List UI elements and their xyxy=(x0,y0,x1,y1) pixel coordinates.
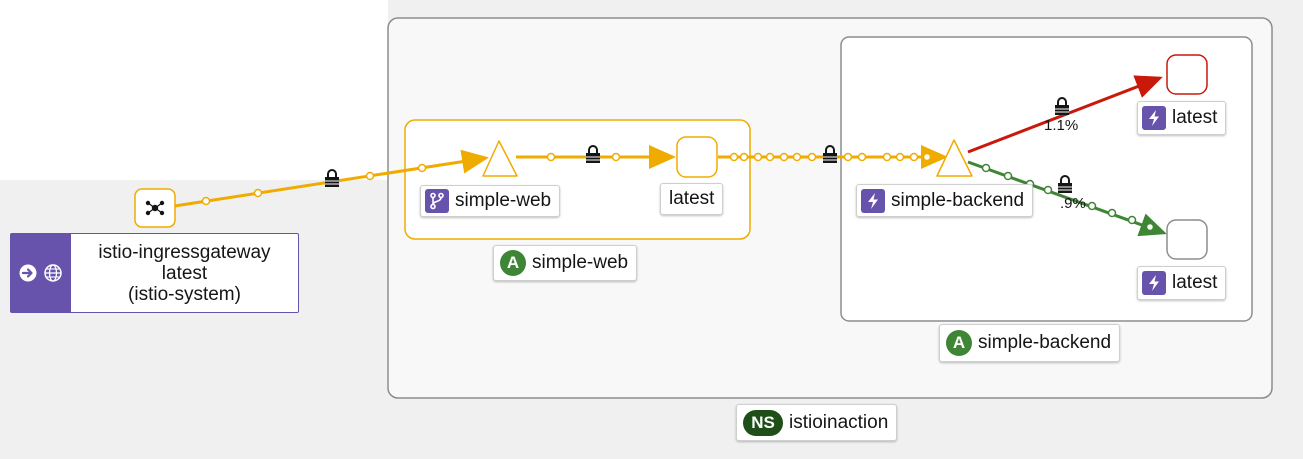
simple-backend-service-name: simple-backend xyxy=(891,189,1025,211)
backend-ok-workload-label[interactable]: latest xyxy=(1137,266,1227,300)
namespace-badge: NS xyxy=(743,409,783,436)
edge-traffic-dots xyxy=(546,152,621,162)
simple-web-service-name: simple-web xyxy=(455,190,552,211)
ingress-gateway-label[interactable]: istio-ingressgateway latest (istio-syste… xyxy=(10,233,299,313)
namespace-name: istioinaction xyxy=(789,411,889,433)
app-name: simple-backend xyxy=(978,332,1112,353)
ingress-gateway-namespace: (istio-system) xyxy=(128,283,241,305)
bolt-icon xyxy=(1142,106,1166,130)
ingress-gateway-version: latest xyxy=(161,262,208,284)
node-simple-web-service[interactable] xyxy=(482,140,518,177)
edge-traffic-dots xyxy=(729,152,932,162)
app-badge: A xyxy=(946,330,972,356)
backend-ok-workload-version: latest xyxy=(1172,272,1218,293)
node-simple-backend-service[interactable] xyxy=(936,139,973,177)
backend-error-workload-label[interactable]: latest xyxy=(1137,101,1227,135)
edge-error-percentage: 1.1% xyxy=(1044,117,1079,134)
ingress-gateway-name: istio-ingressgateway xyxy=(98,241,271,263)
node-backend-workload-ok[interactable] xyxy=(1166,219,1208,260)
app-badge: A xyxy=(500,250,526,276)
bolt-icon xyxy=(861,188,885,213)
arrow-circle-right-icon xyxy=(19,264,37,282)
app-label-simple-backend[interactable]: A simple-backend xyxy=(939,324,1121,362)
edge-success-percentage: .9% xyxy=(1060,195,1086,212)
app-name: simple-web xyxy=(532,252,629,273)
lock-icon xyxy=(823,145,837,163)
node-simple-web-workload[interactable] xyxy=(676,136,718,178)
backend-error-workload-version: latest xyxy=(1172,107,1218,128)
code-branch-icon xyxy=(425,189,449,213)
lock-icon xyxy=(1055,97,1069,115)
network-icon xyxy=(145,200,165,216)
bolt-icon xyxy=(1142,271,1166,295)
lock-icon xyxy=(586,145,600,163)
lock-icon xyxy=(1058,175,1072,193)
globe-icon xyxy=(44,264,62,282)
simple-web-workload-label[interactable]: latest xyxy=(660,183,724,215)
app-label-simple-web[interactable]: A simple-web xyxy=(493,245,638,281)
simple-backend-service-label[interactable]: simple-backend xyxy=(856,184,1034,217)
simple-web-workload-version: latest xyxy=(669,188,715,209)
simple-web-service-label[interactable]: simple-web xyxy=(420,185,561,217)
background-panel xyxy=(0,0,388,180)
edge-traffic-dots xyxy=(201,163,427,206)
namespace-label[interactable]: NS istioinaction xyxy=(736,404,898,441)
node-backend-workload-error[interactable] xyxy=(1166,54,1208,95)
lock-icon xyxy=(325,169,339,187)
